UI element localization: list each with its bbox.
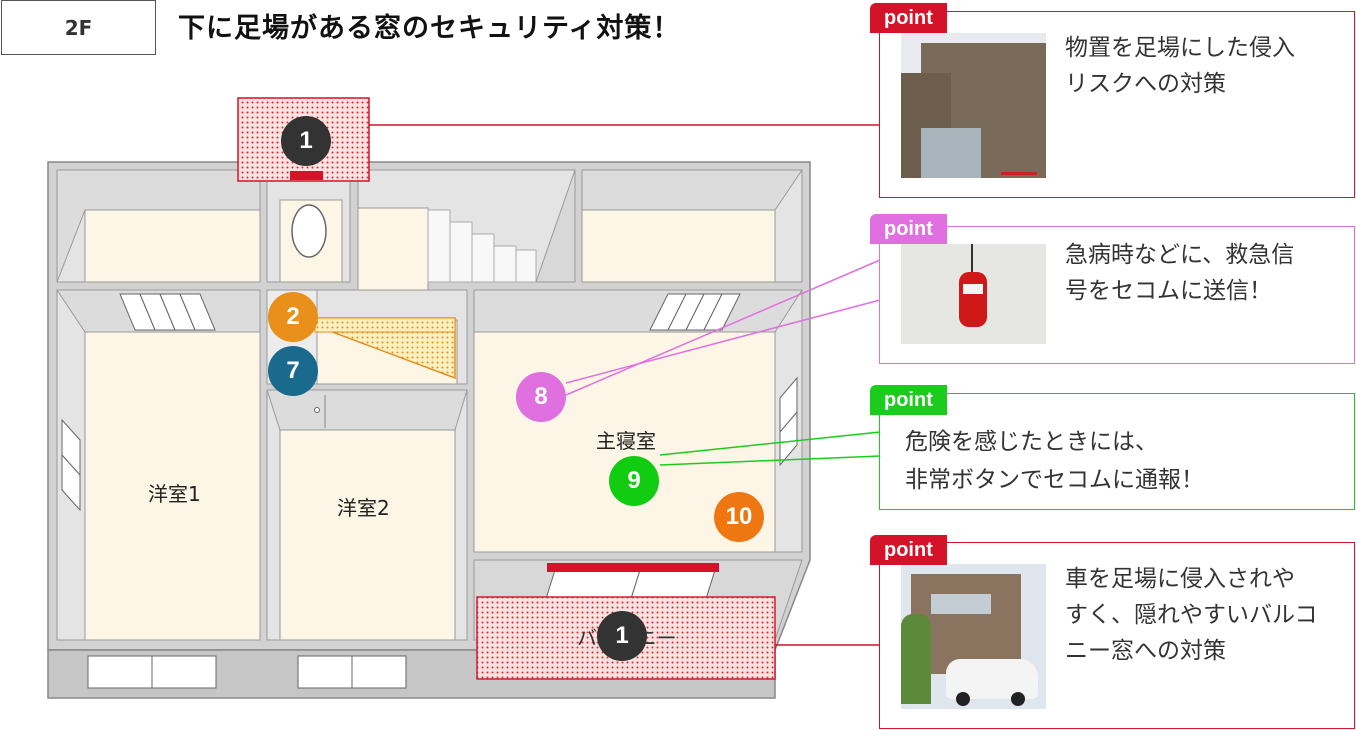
marker-8[interactable]: 8 — [516, 372, 566, 422]
connector-8a — [565, 299, 881, 384]
front-windows — [87, 655, 407, 689]
callout-1: 物置を足場にした侵入 リスクへの対策 — [879, 11, 1355, 198]
callout-2-text-line-2: 号をセコムに送信！ — [1065, 278, 1272, 304]
callout-4-tag: point — [870, 535, 947, 565]
callout-3: 危険を感じたときには、 非常ボタンでセコムに通報！ — [879, 393, 1355, 510]
room-label-1: 洋室1 — [148, 482, 201, 506]
callout-4-text-line-2: すく、隠れやすいバルコ — [1065, 602, 1318, 628]
callout-2-photo — [901, 244, 1046, 344]
marker-2[interactable]: 2 — [268, 292, 318, 342]
callout-4-text-line-3: ニー窓への対策 — [1065, 638, 1226, 664]
marker-10[interactable]: 10 — [714, 492, 764, 542]
stairs — [427, 209, 537, 283]
connector-9b — [659, 455, 881, 466]
floor-label: 2F — [1, 0, 156, 55]
callout-4-photo — [901, 564, 1046, 709]
window-room-1-top — [119, 293, 216, 331]
callout-3-text-line-1: 危険を感じたときには、 — [905, 429, 1158, 455]
page-title: 下に足場がある窓のセキュリティ対策！ — [178, 13, 681, 44]
balcony-window-highlight — [547, 563, 719, 572]
callout-2-text-line-1: 急病時などに、救急信 — [1065, 242, 1295, 268]
callout-4: 車を足場に侵入されや すく、隠れやすいバルコ ニー窓への対策 — [879, 542, 1355, 729]
callout-1-text-line-2: リスクへの対策 — [1065, 71, 1226, 97]
marker-1-bottom[interactable]: 1 — [597, 611, 647, 661]
marker-9[interactable]: 9 — [609, 456, 659, 506]
callout-3-tag: point — [870, 385, 947, 415]
callout-1-photo — [901, 33, 1046, 178]
callout-4-text-line-1: 車を足場に侵入されや — [1065, 566, 1295, 592]
marker-7[interactable]: 7 — [268, 346, 318, 396]
room-label-master: 主寝室 — [596, 429, 656, 453]
toilet-bowl — [291, 204, 327, 258]
room-label-2: 洋室2 — [337, 496, 390, 520]
window-master-top — [649, 293, 741, 331]
connector-8b — [565, 259, 881, 396]
callout-1-text-line-1: 物置を足場にした侵入 — [1065, 35, 1295, 61]
callout-2: 急病時などに、救急信 号をセコムに送信！ — [879, 226, 1355, 364]
callout-1-tag: point — [870, 3, 947, 33]
connector-9a — [659, 431, 881, 456]
callout-3-text-line-2: 非常ボタンでセコムに通報！ — [905, 467, 1204, 493]
marker-1-top[interactable]: 1 — [281, 116, 331, 166]
callout-2-tag: point — [870, 214, 947, 244]
window-room-1-left — [61, 418, 81, 512]
